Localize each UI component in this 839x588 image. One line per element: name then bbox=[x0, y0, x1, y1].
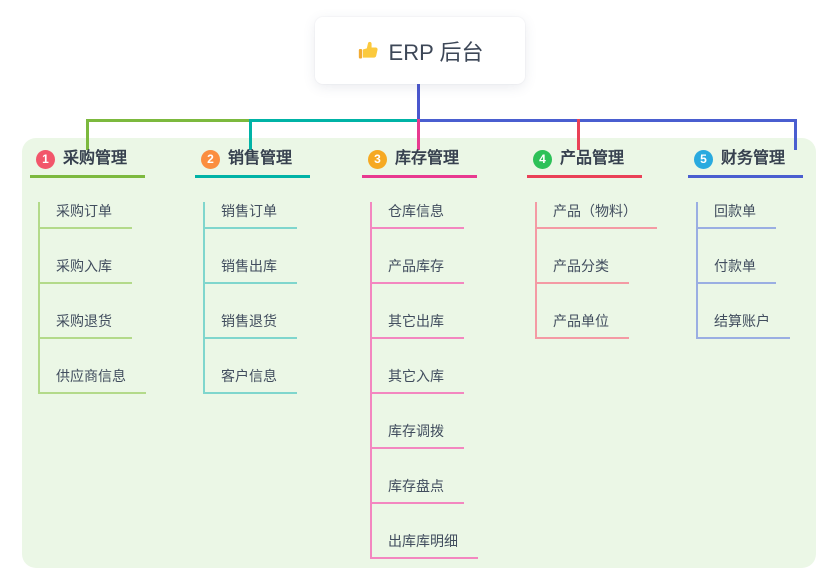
connector-horizontal-branch1 bbox=[86, 119, 251, 122]
branch-title-sales[interactable]: 2 销售管理 bbox=[195, 148, 311, 178]
mindmap-node-item[interactable]: 销售订单 bbox=[205, 202, 310, 229]
connector-drop-branch3 bbox=[417, 119, 420, 150]
mindmap-node-item[interactable]: 产品（物料） bbox=[537, 202, 657, 229]
branch-items-finance: 回款单付款单结算账户 bbox=[696, 202, 803, 339]
connector-drop-branch1 bbox=[86, 119, 89, 150]
branch-badge-3: 3 bbox=[368, 149, 387, 169]
item-label: 产品库存 bbox=[372, 257, 464, 284]
mindmap-node-item[interactable]: 库存盘点 bbox=[372, 477, 478, 504]
branch-purchase-management: 1 采购管理 采购订单采购入库采购退货供应商信息 bbox=[30, 148, 146, 394]
branch-items-sales: 销售订单销售出库销售退货客户信息 bbox=[203, 202, 310, 394]
branch-badge-2: 2 bbox=[201, 149, 220, 169]
branch-title-label: 采购管理 bbox=[63, 150, 128, 167]
mindmap-node-item[interactable]: 采购订单 bbox=[40, 202, 146, 229]
mindmap-node-item[interactable]: 销售出库 bbox=[205, 257, 310, 284]
mindmap-canvas-panel bbox=[22, 138, 816, 568]
branch-title-inventory[interactable]: 3 库存管理 bbox=[362, 148, 478, 178]
connector-horizontal-branch5 bbox=[418, 119, 797, 122]
connector-drop-branch5 bbox=[794, 119, 797, 150]
item-label: 仓库信息 bbox=[372, 202, 464, 229]
item-label: 出库库明细 bbox=[372, 532, 478, 559]
mindmap-node-item[interactable]: 出库库明细 bbox=[372, 532, 478, 559]
branch-items-inventory: 仓库信息产品库存其它出库其它入库库存调拨库存盘点出库库明细 bbox=[370, 202, 478, 559]
branch-title-label: 销售管理 bbox=[228, 150, 293, 167]
item-label: 其它出库 bbox=[372, 312, 464, 339]
item-label: 销售出库 bbox=[205, 257, 297, 284]
item-label: 客户信息 bbox=[205, 367, 297, 394]
mindmap-node-item[interactable]: 其它入库 bbox=[372, 367, 478, 394]
item-label: 回款单 bbox=[698, 202, 776, 229]
mindmap-node-item[interactable]: 采购入库 bbox=[40, 257, 146, 284]
mindmap-node-item[interactable]: 回款单 bbox=[698, 202, 803, 229]
mindmap-node-item[interactable]: 结算账户 bbox=[698, 312, 803, 339]
root-node[interactable]: ERP 后台 bbox=[315, 17, 525, 84]
item-label: 产品分类 bbox=[537, 257, 629, 284]
mindmap-node-item[interactable]: 仓库信息 bbox=[372, 202, 478, 229]
connector-root-line bbox=[417, 84, 420, 120]
item-label: 采购退货 bbox=[40, 312, 132, 339]
branch-badge-5: 5 bbox=[694, 149, 713, 169]
mindmap-node-item[interactable]: 付款单 bbox=[698, 257, 803, 284]
branch-title-label: 库存管理 bbox=[395, 150, 460, 167]
item-label: 采购入库 bbox=[40, 257, 132, 284]
item-label: 库存盘点 bbox=[372, 477, 464, 504]
branch-sales-management: 2 销售管理 销售订单销售出库销售退货客户信息 bbox=[195, 148, 311, 394]
branch-title-label: 产品管理 bbox=[560, 150, 625, 167]
item-label: 库存调拨 bbox=[372, 422, 464, 449]
mindmap-node-item[interactable]: 产品库存 bbox=[372, 257, 478, 284]
branch-product-management: 4 产品管理 产品（物料） 产品分类产品单位 bbox=[527, 148, 657, 339]
connector-horizontal-branch2 bbox=[251, 119, 418, 122]
mindmap-node-item[interactable]: 库存调拨 bbox=[372, 422, 478, 449]
mindmap-node-item[interactable]: 供应商信息 bbox=[40, 367, 146, 394]
branch-finance-management: 5 财务管理 回款单付款单结算账户 bbox=[688, 148, 804, 339]
item-label: 付款单 bbox=[698, 257, 776, 284]
branch-badge-1: 1 bbox=[36, 149, 55, 169]
branch-title-product[interactable]: 4 产品管理 bbox=[527, 148, 643, 178]
item-label: 产品（物料） bbox=[537, 202, 657, 229]
mindmap-node-item[interactable]: 客户信息 bbox=[205, 367, 310, 394]
item-label: 销售退货 bbox=[205, 312, 297, 339]
mindmap-node-item[interactable]: 产品分类 bbox=[537, 257, 657, 284]
root-node-label: ERP 后台 bbox=[388, 39, 484, 65]
mindmap-node-item[interactable]: 产品单位 bbox=[537, 312, 657, 339]
branch-items-purchase: 采购订单采购入库采购退货供应商信息 bbox=[38, 202, 146, 394]
item-label: 其它入库 bbox=[372, 367, 464, 394]
connector-drop-branch4 bbox=[577, 119, 580, 150]
branch-items-product: 产品（物料） 产品分类产品单位 bbox=[535, 202, 657, 339]
thumbs-up-icon bbox=[357, 40, 379, 62]
item-label: 销售订单 bbox=[205, 202, 297, 229]
item-label: 供应商信息 bbox=[40, 367, 146, 394]
item-label: 采购订单 bbox=[40, 202, 132, 229]
item-label: 结算账户 bbox=[698, 312, 790, 339]
item-label: 产品单位 bbox=[537, 312, 629, 339]
mindmap-node-item[interactable]: 采购退货 bbox=[40, 312, 146, 339]
branch-title-finance[interactable]: 5 财务管理 bbox=[688, 148, 804, 178]
branch-title-label: 财务管理 bbox=[721, 150, 786, 167]
branch-title-purchase[interactable]: 1 采购管理 bbox=[30, 148, 146, 178]
mindmap-node-item[interactable]: 销售退货 bbox=[205, 312, 310, 339]
branch-inventory-management: 3 库存管理 仓库信息产品库存其它出库其它入库库存调拨库存盘点出库库明细 bbox=[362, 148, 478, 559]
mindmap-node-item[interactable]: 其它出库 bbox=[372, 312, 478, 339]
connector-drop-branch2 bbox=[249, 119, 252, 150]
branch-badge-4: 4 bbox=[533, 149, 552, 169]
